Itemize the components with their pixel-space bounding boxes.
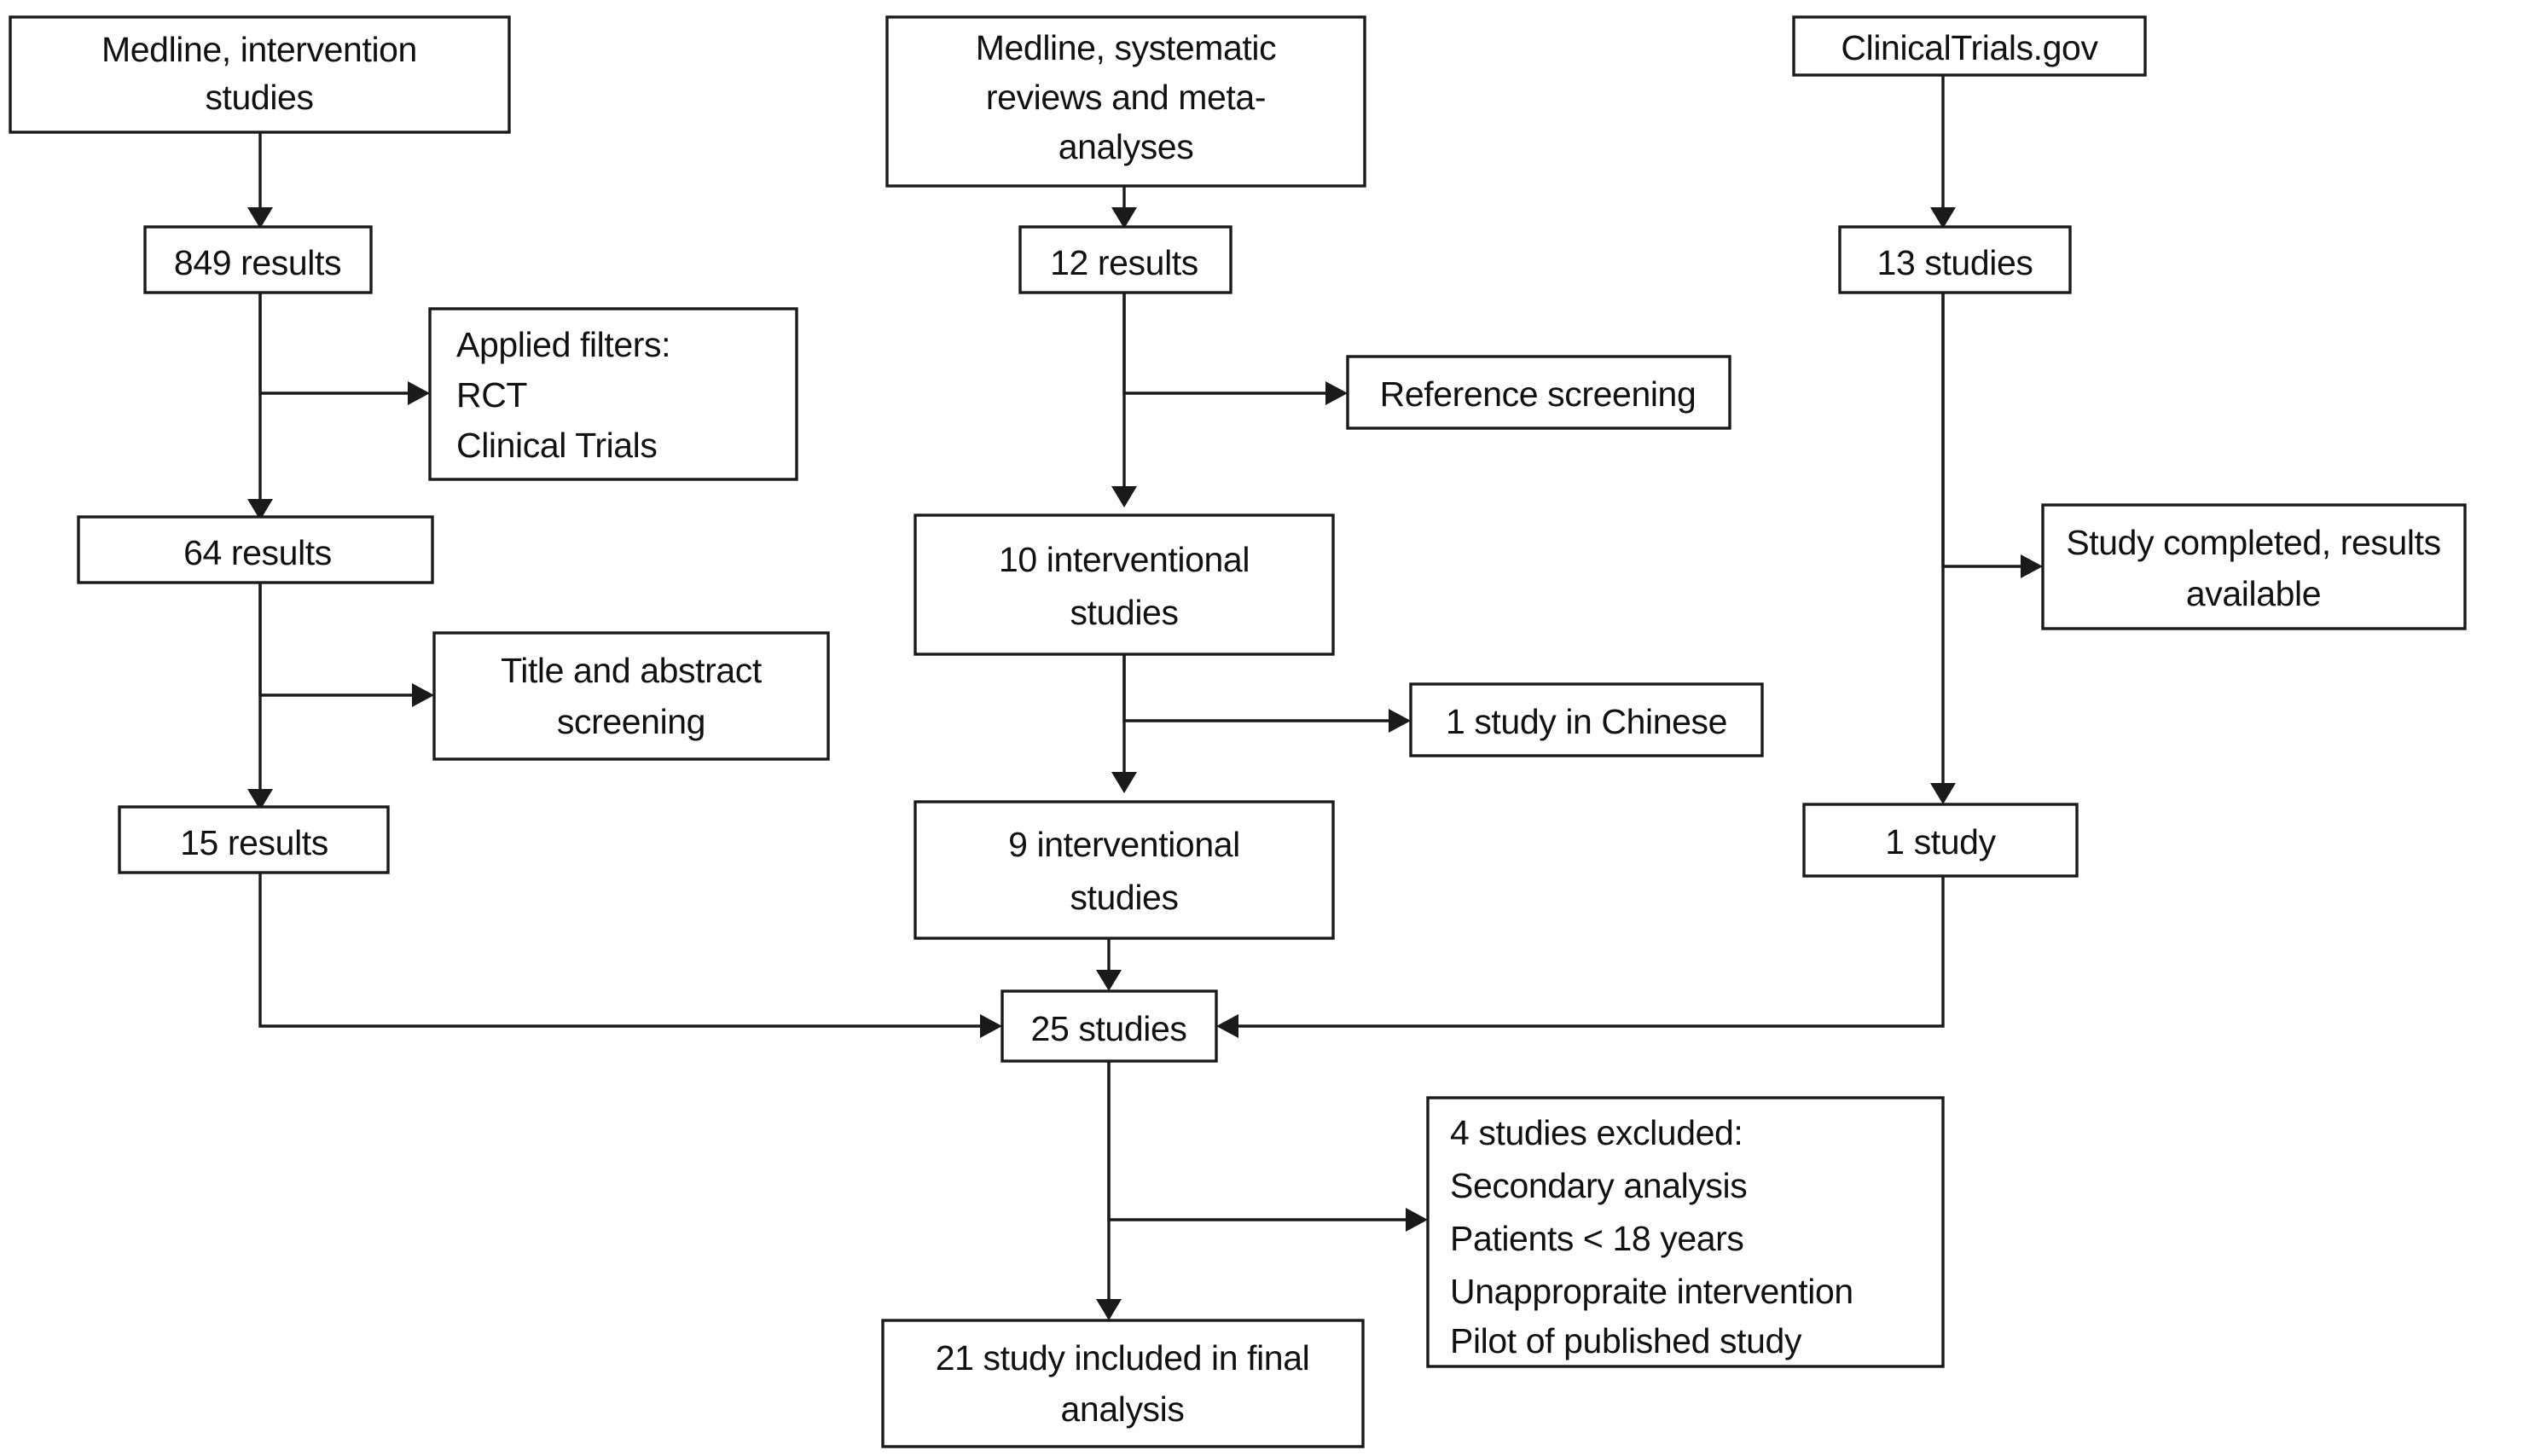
arrowhead-final-analysis: [1096, 1299, 1122, 1320]
node-1-study[interactable]: 1 study: [1802, 803, 2079, 878]
node-10-interventional-line-2: studies: [1070, 593, 1178, 632]
node-studies-excluded-line-3: Patients < 18 years: [1450, 1219, 1744, 1258]
node-applied-filters-line-3: Clinical Trials: [456, 426, 658, 465]
node-10-interventional-studies[interactable]: 10 interventional studies: [914, 513, 1335, 656]
node-studies-excluded-line-5: Pilot of published study: [1450, 1321, 1802, 1360]
arrowhead-12: [1111, 207, 1137, 229]
node-applied-filters-line-2: RCT: [456, 375, 527, 415]
edges-layer: [247, 75, 2043, 1320]
edge-849-to-applied-filters: [258, 293, 409, 395]
edge-10-interventional-to-chinese: [1122, 654, 1390, 722]
node-studies-excluded-line-1: 4 studies excluded:: [1450, 1113, 1743, 1152]
node-12-results[interactable]: 12 results: [1018, 225, 1232, 294]
arrowhead-25-studies-right: [1216, 1014, 1238, 1038]
node-medline-systematic-line-1: Medline, systematic: [976, 28, 1276, 67]
node-medline-systematic[interactable]: Medline, systematic reviews and meta- an…: [885, 15, 1366, 188]
arrowhead-15: [247, 789, 273, 810]
node-849-results[interactable]: 849 results: [143, 225, 373, 294]
node-reference-screening[interactable]: Reference screening: [1346, 355, 1731, 430]
node-reference-screening-line-1: Reference screening: [1380, 374, 1696, 414]
node-9-interventional-line-2: studies: [1070, 878, 1178, 917]
node-15-results[interactable]: 15 results: [118, 805, 390, 874]
arrowhead-9-interventional: [1111, 772, 1137, 793]
arrowhead-25-studies-top: [1096, 970, 1122, 991]
node-medline-intervention[interactable]: Medline, intervention studies: [9, 15, 511, 134]
node-64-results[interactable]: 64 results: [77, 515, 434, 584]
arrowhead-chinese: [1389, 709, 1411, 733]
edge-15-to-25-studies: [258, 872, 982, 1028]
node-1-study-in-chinese[interactable]: 1 study in Chinese: [1409, 682, 1764, 757]
arrowhead-13-studies: [1930, 207, 1956, 229]
arrowhead-1-study: [1930, 783, 1956, 804]
edge-25-to-studies-excluded: [1107, 1061, 1407, 1221]
node-medline-intervention-line-2: studies: [205, 78, 313, 117]
node-25-studies-line-1: 25 studies: [1031, 1009, 1187, 1048]
node-25-studies[interactable]: 25 studies: [1000, 989, 1218, 1063]
node-title-abstract-line-2: screening: [557, 702, 705, 741]
node-final-analysis-line-2: analysis: [1061, 1389, 1185, 1429]
node-study-completed-line-2: available: [2186, 574, 2321, 613]
node-1-study-chinese-line-1: 1 study in Chinese: [1446, 702, 1727, 741]
node-studies-excluded-line-4: Unappropraite intervention: [1450, 1272, 1853, 1311]
nodes-layer: Medline, intervention studies 849 result…: [9, 15, 2467, 1448]
node-medline-intervention-line-1: Medline, intervention: [102, 30, 417, 69]
node-medline-systematic-line-2: reviews and meta-: [986, 78, 1266, 117]
node-15-results-line-1: 15 results: [180, 823, 328, 862]
arrowhead-25-studies-left: [980, 1014, 1002, 1038]
node-13-studies[interactable]: 13 studies: [1838, 225, 2072, 294]
arrowhead-title-abstract: [412, 683, 434, 707]
node-1-study-line-1: 1 study: [1885, 822, 1996, 861]
arrowhead-10-interventional: [1111, 486, 1137, 508]
edge-1-study-to-25-studies: [1237, 876, 1945, 1028]
edge-64-to-title-abstract: [258, 582, 414, 697]
node-12-results-line-1: 12 results: [1050, 243, 1198, 282]
node-applied-filters-line-1: Applied filters:: [456, 325, 670, 364]
edge-13-to-study-completed: [1941, 293, 2022, 568]
node-10-interventional-line-1: 10 interventional: [999, 540, 1250, 579]
node-clinicaltrials-gov[interactable]: ClinicalTrials.gov: [1792, 15, 2147, 77]
node-final-analysis[interactable]: 21 study included in final analysis: [881, 1319, 1365, 1448]
node-studies-excluded-line-2: Secondary analysis: [1450, 1166, 1747, 1205]
arrowhead-64: [247, 499, 273, 520]
arrowhead-reference-screening: [1325, 381, 1348, 405]
node-849-results-line-1: 849 results: [174, 243, 341, 282]
node-study-completed[interactable]: Study completed, results available: [2041, 503, 2467, 630]
arrowhead-849: [247, 207, 273, 229]
arrowhead-applied-filters: [408, 381, 430, 405]
arrowhead-study-completed: [2021, 554, 2043, 578]
arrowhead-studies-excluded: [1406, 1208, 1428, 1232]
node-studies-excluded[interactable]: 4 studies excluded: Secondary analysis P…: [1426, 1096, 1945, 1368]
node-13-studies-line-1: 13 studies: [1877, 243, 2033, 282]
node-9-interventional-studies[interactable]: 9 interventional studies: [914, 800, 1335, 940]
node-medline-systematic-line-3: analyses: [1058, 127, 1194, 166]
node-final-analysis-line-1: 21 study included in final: [936, 1338, 1310, 1378]
node-64-results-line-1: 64 results: [183, 533, 332, 572]
edge-12-to-reference-screening: [1122, 293, 1327, 395]
node-title-abstract-screening[interactable]: Title and abstract screening: [432, 631, 830, 761]
node-9-interventional-line-1: 9 interventional: [1008, 825, 1240, 864]
node-applied-filters[interactable]: Applied filters: RCT Clinical Trials: [428, 307, 798, 481]
node-study-completed-line-1: Study completed, results: [2066, 523, 2440, 562]
node-clinicaltrials-gov-line-1: ClinicalTrials.gov: [1841, 28, 2098, 67]
node-title-abstract-line-1: Title and abstract: [501, 651, 763, 690]
